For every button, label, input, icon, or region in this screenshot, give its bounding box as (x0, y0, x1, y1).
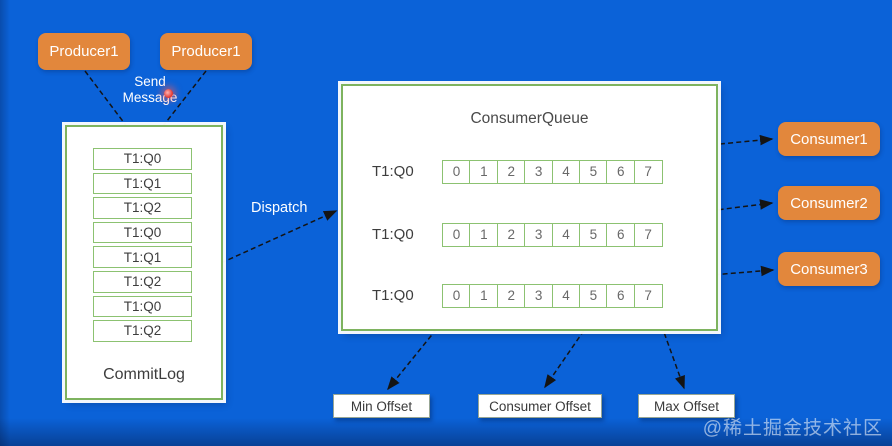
max-offset-box: Max Offset (638, 394, 735, 418)
queue-cell: 3 (524, 284, 554, 308)
producer-box: Producer1 (38, 33, 130, 70)
queue-cell: 1 (469, 223, 499, 247)
queue-cell: 0 (442, 284, 471, 308)
queue-cell: 7 (633, 284, 663, 308)
queue-cell: 4 (551, 160, 581, 184)
send-message-line1: Send (134, 74, 166, 89)
queue-label: T1:Q0 (372, 287, 414, 304)
queue-cell: 2 (496, 160, 526, 184)
commitlog-row: T1:Q1 (93, 246, 192, 268)
commitlog-row: T1:Q0 (93, 148, 192, 170)
producer-box: Producer1 (160, 33, 252, 70)
consumer-box: Consumer1 (778, 122, 880, 156)
queue-cell: 6 (606, 223, 636, 247)
consumer-label: Consumer1 (790, 130, 868, 148)
commitlog-title: CommitLog (103, 366, 185, 383)
watermark: @稀土掘金技术社区 (702, 418, 883, 439)
queue-cell: 5 (578, 284, 608, 308)
queue-cell: 3 (524, 160, 554, 184)
producer-label: Producer1 (171, 43, 241, 60)
dispatch-annotation: Dispatch (251, 200, 308, 216)
queue-label: T1:Q0 (372, 226, 414, 243)
commitlog-row: T1:Q0 (93, 221, 192, 244)
queue-cell: 1 (469, 160, 499, 184)
min-offset-label: Min Offset (350, 398, 413, 414)
commitlog-row: T1:Q2 (93, 270, 192, 293)
arrow-dispatch (220, 210, 338, 264)
queue-cell: 6 (606, 160, 636, 184)
consumer-box: Consumer2 (778, 186, 880, 220)
commitlog-row: T1:Q1 (93, 172, 192, 195)
queue-cell: 5 (578, 223, 608, 247)
commitlog-row: T1:Q2 (93, 197, 192, 219)
send-message-line2: Message (122, 89, 178, 105)
queue-cell: 2 (496, 223, 526, 247)
producer-label: Producer1 (49, 43, 119, 60)
queue-cell: 4 (551, 223, 581, 247)
send-message-annotation: Send Message (110, 74, 190, 106)
queue-cell: 7 (633, 223, 663, 247)
queue-cell: 4 (551, 284, 581, 308)
commitlog-row: T1:Q2 (93, 320, 192, 342)
queue-label: T1:Q0 (372, 163, 414, 180)
queue-cell: 0 (442, 223, 471, 247)
recording-dot-icon (164, 89, 173, 98)
queue-cell: 3 (524, 223, 554, 247)
consumer-label: Consumer2 (790, 194, 868, 212)
max-offset-label: Max Offset (653, 398, 720, 414)
queue-cell: 7 (633, 160, 663, 184)
queue-cell: 1 (469, 284, 499, 308)
queue-cell: 6 (606, 284, 636, 308)
commitlog-row: T1:Q0 (93, 295, 192, 318)
consumer-box: Consumer3 (778, 252, 880, 286)
consumer-label: Consumer3 (790, 260, 868, 278)
consumer-queue-title: ConsumerQueue (470, 110, 589, 127)
min-offset-box: Min Offset (333, 394, 430, 418)
queue-cell: 5 (578, 160, 608, 184)
queue-cell: 0 (442, 160, 471, 184)
consumer-offset-label: Consumer Offset (489, 398, 591, 414)
consumer-offset-box: Consumer Offset (478, 394, 602, 418)
queue-cell: 2 (496, 284, 526, 308)
